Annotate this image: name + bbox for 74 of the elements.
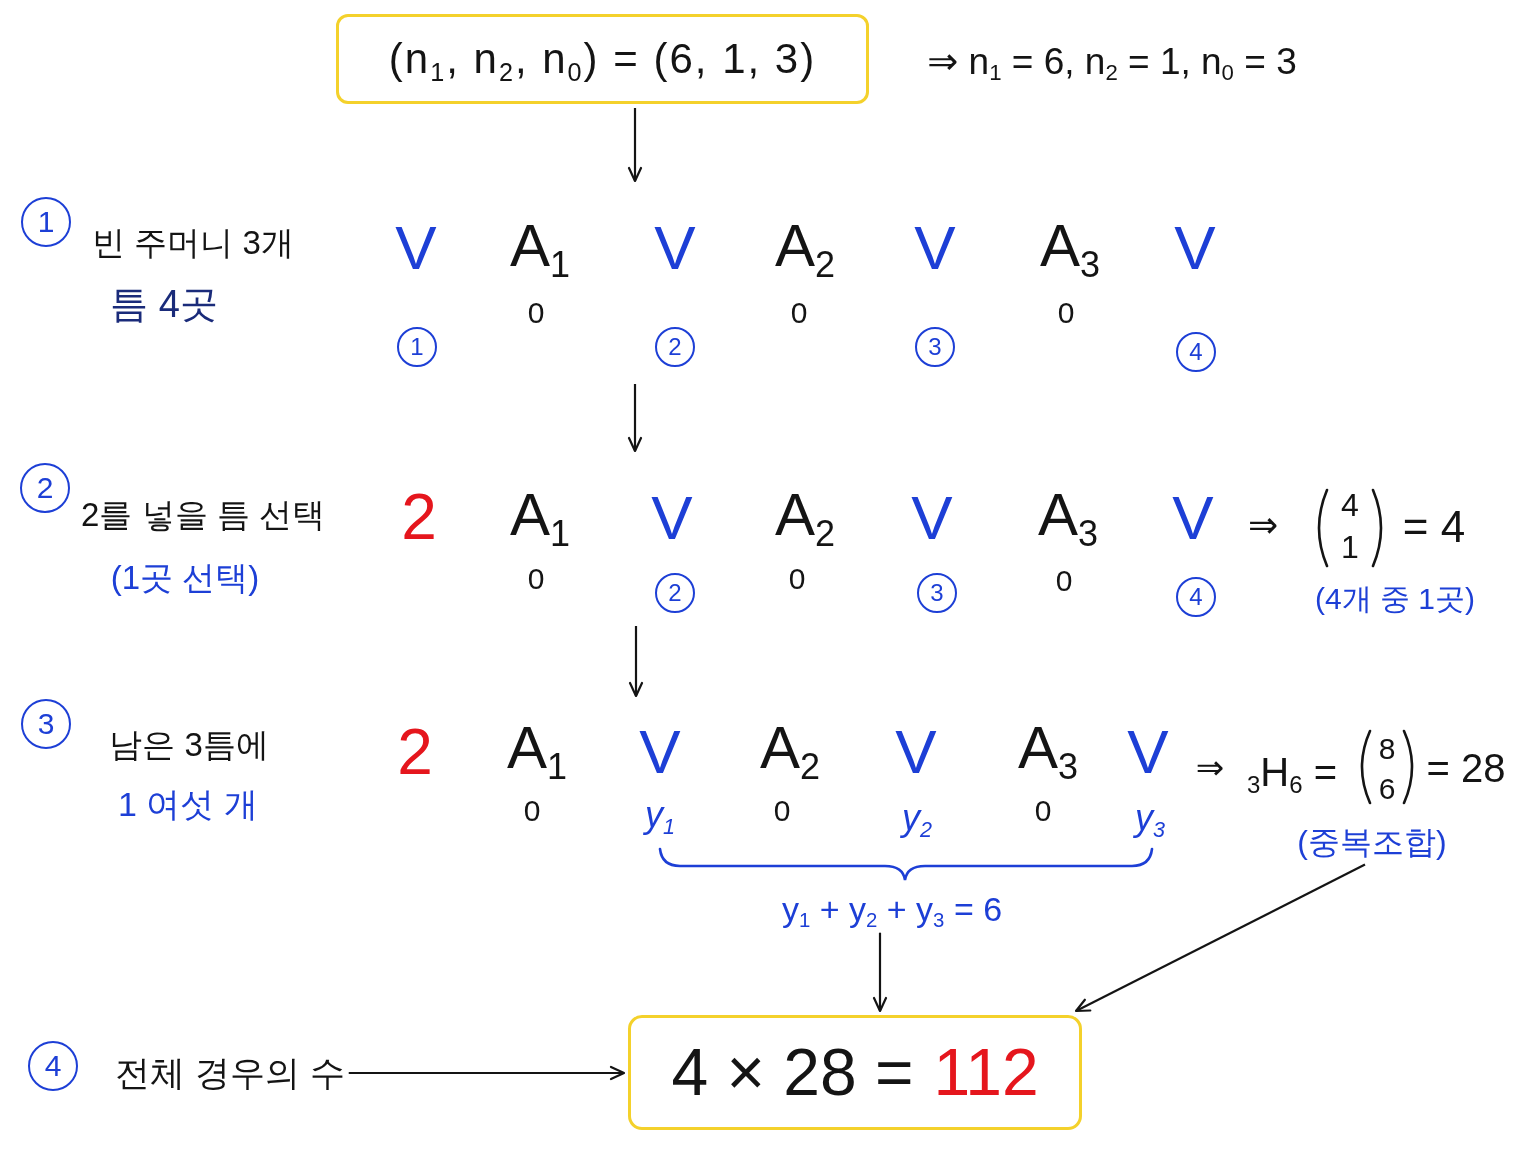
variable: A$_{1}$ (509, 213, 571, 279)
letter: V (1172, 483, 1214, 553)
circled-number: 4 (1176, 577, 1216, 617)
equation-part: = 4 (1402, 502, 1466, 552)
step-text: 1 여섯 개 (118, 786, 258, 824)
binomial-entry: 1 (1341, 530, 1359, 566)
digit: 0 (773, 793, 791, 827)
equation-part: $_{3}$H$_{6}$ = (1246, 750, 1338, 794)
variable: A$_{2}$ (774, 213, 836, 279)
arrow (1074, 863, 1366, 1013)
circled-number: 2 (20, 463, 70, 513)
step-text: 틈 4곳 (110, 284, 218, 326)
binomial-entry: 8 (1378, 731, 1396, 765)
variable: y$_{3}$ (1135, 798, 1165, 838)
variable: y$_{2}$ (902, 798, 932, 838)
note: (중복조합) (1297, 825, 1447, 861)
letter: V (1127, 717, 1169, 787)
answer: 112 (933, 1035, 1039, 1109)
letter: V (654, 213, 696, 283)
letter: V (914, 213, 956, 283)
circled-number: 2 (655, 573, 695, 613)
circled-number: 1 (21, 197, 71, 247)
arrow (627, 384, 643, 453)
binomial-entry: 4 (1341, 488, 1359, 524)
circled-number: 4 (28, 1041, 78, 1091)
digit: 0 (527, 561, 545, 595)
variable: A$_{2}$ (759, 715, 821, 781)
variable: A$_{3}$ (1017, 715, 1079, 781)
digit: 0 (527, 295, 545, 329)
digit: 0 (523, 793, 541, 827)
arrow (872, 932, 888, 1013)
arrow (628, 626, 644, 698)
digit: 2 (401, 481, 437, 553)
letter: V (911, 483, 953, 553)
implies-symbol: ⇒ (1247, 505, 1279, 545)
formula: ⇒ n$_{1}$ = 6, n$_{2}$ = 1, n$_{0}$ = 3 (927, 41, 1297, 83)
equation: y$_{1}$ + y$_{2}$ + y$_{3}$ = 6 (781, 891, 1003, 929)
letter: V (895, 717, 937, 787)
equation: 4 × 28 = (671, 1035, 914, 1109)
digit: 0 (788, 561, 806, 595)
result-box (628, 1015, 1082, 1130)
implies-symbol: ⇒ (1195, 749, 1225, 787)
equation-part: = 28 (1426, 746, 1506, 790)
step-text: 2를 넣을 틈 선택 (81, 496, 325, 534)
variable: A$_{2}$ (774, 482, 836, 548)
note: (1곳 선택) (110, 559, 260, 597)
digit: 0 (1055, 563, 1073, 597)
digit: 0 (1034, 793, 1052, 827)
note: (4개 중 1곳) (1315, 581, 1475, 615)
circled-number: 3 (21, 699, 71, 749)
circled-number: 2 (655, 327, 695, 367)
variable: A$_{3}$ (1037, 482, 1099, 548)
step-text: 남은 3틈에 (109, 726, 269, 764)
arrow (627, 108, 643, 183)
digit: 0 (1057, 295, 1075, 329)
letter: V (651, 483, 693, 553)
letter: V (395, 213, 437, 283)
circled-number: 1 (397, 327, 437, 367)
formula-box: (n$_{1}$, n$_{2}$, n$_{0}$) = (6, 1, 3) (336, 14, 869, 104)
circled-number: 4 (1176, 332, 1216, 372)
arrow (348, 1065, 626, 1081)
variable: A$_{1}$ (509, 482, 571, 548)
digit: 0 (790, 295, 808, 329)
circled-number: 3 (917, 573, 957, 613)
variable: A$_{1}$ (506, 715, 568, 781)
step-text: 빈 주머니 3개 (92, 224, 294, 262)
binomial-entry: 6 (1378, 771, 1396, 805)
circled-number: 3 (915, 327, 955, 367)
digit: 2 (397, 716, 433, 788)
letter: V (1174, 213, 1216, 283)
letter: V (639, 717, 681, 787)
variable: A$_{3}$ (1039, 213, 1101, 279)
variable: y$_{1}$ (645, 795, 675, 835)
step-text: 전체 경우의 수 (115, 1053, 345, 1093)
